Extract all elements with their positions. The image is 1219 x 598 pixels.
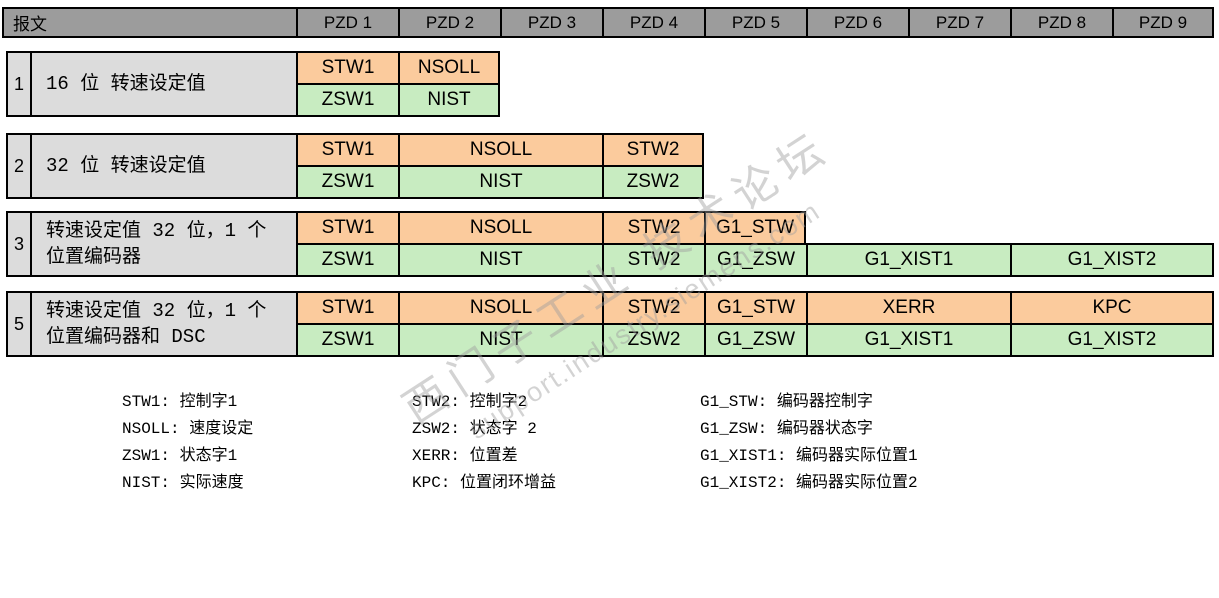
legend-column-2: STW2: 控制字2 ZSW2: 状态字 2 XERR: 位置差 KPC: 位置… [412, 389, 556, 497]
telegram-number: 5 [6, 291, 30, 357]
telegram-row-1: 1 16 位 转速设定值 STW1 NSOLL ZSW1 NIST [6, 51, 500, 117]
legend-column-1: STW1: 控制字1 NSOLL: 速度设定 ZSW1: 状态字1 NIST: … [122, 389, 253, 497]
legend-item: G1_XIST2: 编码器实际位置2 [700, 474, 918, 492]
legend-item: KPC: 位置闭环增益 [412, 474, 557, 492]
word-cell: ZSW2 [602, 323, 704, 357]
telegram-number: 3 [6, 211, 30, 277]
telegram-description-line: 转速设定值 32 位，1 个 [46, 220, 267, 242]
word-cell: G1_XIST2 [1010, 323, 1214, 357]
legend-item: STW2: 控制字2 [412, 393, 528, 411]
header-pzd-cell: PZD 9 [1112, 7, 1214, 38]
setpoint-word-row: STW1 NSOLL STW2 G1_STW XERR KPC [296, 291, 1214, 325]
word-cell: STW2 [602, 291, 704, 325]
telegram-description-line: 位置编码器 [46, 246, 142, 268]
legend-item: STW1: 控制字1 [122, 393, 238, 411]
word-cell: NSOLL [398, 51, 500, 85]
header-pzd-cell: PZD 7 [908, 7, 1010, 38]
header-pzd-cell: PZD 1 [296, 7, 398, 38]
telegram-description-line: 转速设定值 32 位，1 个 [46, 300, 267, 322]
word-cell: ZSW2 [602, 165, 704, 199]
header-cell-telegram: 报文 [2, 7, 296, 38]
word-cell: G1_ZSW [704, 323, 806, 357]
word-cell: STW2 [602, 211, 704, 245]
word-cell: ZSW1 [296, 243, 398, 277]
header-pzd-cell: PZD 4 [602, 7, 704, 38]
telegram-number: 1 [6, 51, 30, 117]
word-cell: G1_XIST1 [806, 323, 1010, 357]
word-grid: STW1 NSOLL STW2 G1_STW XERR KPC ZSW1 NIS… [296, 291, 1214, 357]
word-cell: STW2 [602, 243, 704, 277]
word-cell: G1_XIST2 [1010, 243, 1214, 277]
word-cell: XERR [806, 291, 1010, 325]
word-cell: NSOLL [398, 133, 602, 167]
word-cell: G1_ZSW [704, 243, 806, 277]
telegram-description: 32 位 转速设定值 [30, 133, 296, 199]
word-cell: G1_STW [704, 211, 806, 245]
word-cell: G1_XIST1 [806, 243, 1010, 277]
legend-item: ZSW2: 状态字 2 [412, 420, 537, 438]
legend-item: XERR: 位置差 [412, 447, 518, 465]
word-cell: STW2 [602, 133, 704, 167]
telegram-description-line: 位置编码器和 DSC [46, 326, 206, 348]
header-pzd-cell: PZD 5 [704, 7, 806, 38]
telegram-description: 16 位 转速设定值 [30, 51, 296, 117]
word-cell: STW1 [296, 51, 398, 85]
word-cell: NIST [398, 243, 602, 277]
word-cell: STW1 [296, 211, 398, 245]
actual-word-row: ZSW1 NIST ZSW2 G1_ZSW G1_XIST1 G1_XIST2 [296, 323, 1214, 357]
word-grid: STW1 NSOLL ZSW1 NIST [296, 51, 500, 117]
word-cell: ZSW1 [296, 165, 398, 199]
telegram-row-2: 2 32 位 转速设定值 STW1 NSOLL STW2 ZSW1 NIST Z… [6, 133, 704, 199]
setpoint-word-row: STW1 NSOLL STW2 [296, 133, 704, 167]
actual-word-row: ZSW1 NIST [296, 83, 500, 117]
word-grid: STW1 NSOLL STW2 ZSW1 NIST ZSW2 [296, 133, 704, 199]
legend-item: NIST: 实际速度 [122, 474, 244, 492]
word-cell: STW1 [296, 133, 398, 167]
telegram-description: 转速设定值 32 位，1 个 位置编码器和 DSC [30, 291, 296, 357]
word-cell: STW1 [296, 291, 398, 325]
header-pzd-cell: PZD 2 [398, 7, 500, 38]
word-cell: ZSW1 [296, 323, 398, 357]
telegram-row-5: 5 转速设定值 32 位，1 个 位置编码器和 DSC STW1 NSOLL S… [6, 291, 1214, 357]
header-pzd-cell: PZD 8 [1010, 7, 1112, 38]
header-pzd-cell: PZD 3 [500, 7, 602, 38]
pzd-header-row: 报文 PZD 1 PZD 2 PZD 3 PZD 4 PZD 5 PZD 6 P… [2, 7, 1214, 38]
word-grid: STW1 NSOLL STW2 G1_STW ZSW1 NIST STW2 G1… [296, 211, 1214, 277]
word-cell: NIST [398, 83, 500, 117]
legend-item: G1_STW: 编码器控制字 [700, 393, 873, 411]
legend-column-3: G1_STW: 编码器控制字 G1_ZSW: 编码器状态字 G1_XIST1: … [700, 389, 918, 497]
telegram-description-line: 32 位 转速设定值 [46, 155, 206, 177]
telegram-description-line: 16 位 转速设定值 [46, 73, 206, 95]
word-cell: NIST [398, 165, 602, 199]
setpoint-word-row: STW1 NSOLL STW2 G1_STW [296, 211, 1214, 245]
word-cell: G1_STW [704, 291, 806, 325]
setpoint-word-row: STW1 NSOLL [296, 51, 500, 85]
header-pzd-cell: PZD 6 [806, 7, 908, 38]
word-cell: NSOLL [398, 211, 602, 245]
telegram-description: 转速设定值 32 位，1 个 位置编码器 [30, 211, 296, 277]
word-cell: NIST [398, 323, 602, 357]
word-cell: ZSW1 [296, 83, 398, 117]
actual-word-row: ZSW1 NIST ZSW2 [296, 165, 704, 199]
legend-item: NSOLL: 速度设定 [122, 420, 254, 438]
legend-item: G1_XIST1: 编码器实际位置1 [700, 447, 918, 465]
word-cell: NSOLL [398, 291, 602, 325]
legend-item: G1_ZSW: 编码器状态字 [700, 420, 873, 438]
telegram-row-3: 3 转速设定值 32 位，1 个 位置编码器 STW1 NSOLL STW2 G… [6, 211, 1214, 277]
actual-word-row: ZSW1 NIST STW2 G1_ZSW G1_XIST1 G1_XIST2 [296, 243, 1214, 277]
legend-item: ZSW1: 状态字1 [122, 447, 238, 465]
telegram-number: 2 [6, 133, 30, 199]
word-cell: KPC [1010, 291, 1214, 325]
